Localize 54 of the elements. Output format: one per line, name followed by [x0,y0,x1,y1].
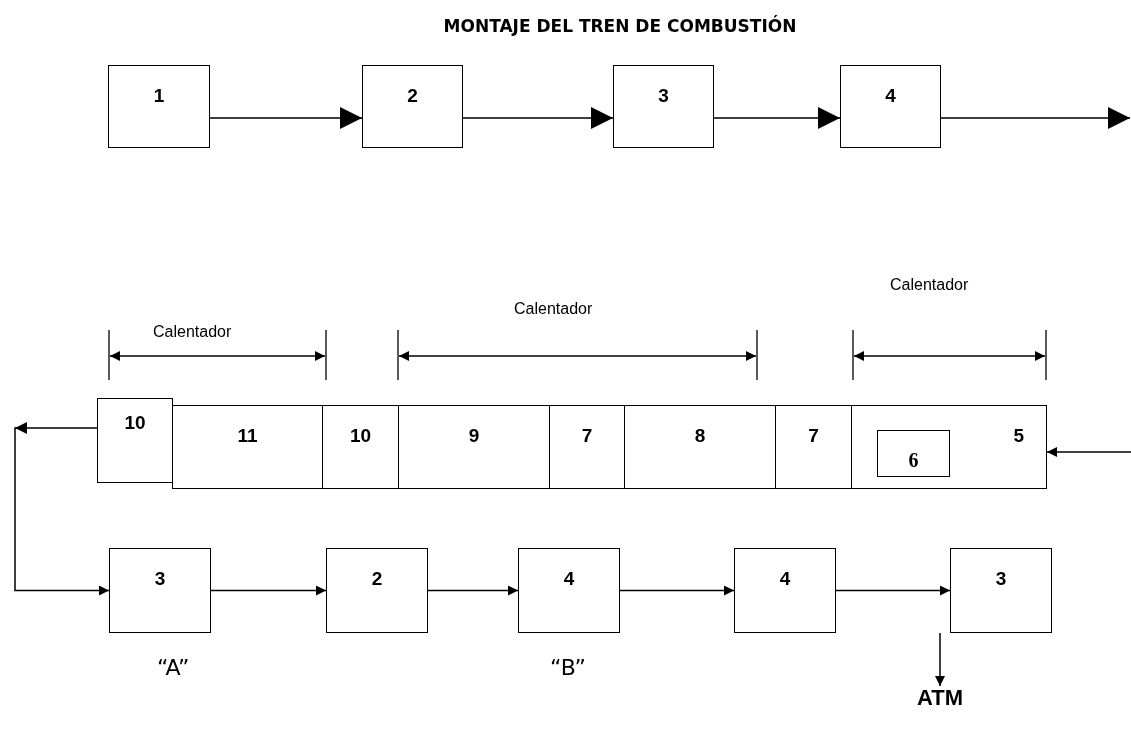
process-box [398,405,550,489]
process-box [172,405,323,489]
arrow [935,632,945,687]
process-box [362,65,463,148]
box-number: 2 [407,86,418,107]
arrow [14,422,110,596]
heater-label: Calentador [890,276,969,294]
arrow [713,107,841,129]
box-number: 10 [349,426,372,447]
arrow [619,585,735,596]
section-label: “B” [550,655,586,680]
process-box [518,548,620,633]
arrow [462,107,614,129]
box-number: 9 [468,426,480,447]
process-box [877,430,950,477]
box-number: 7 [808,426,819,447]
box-number: 3 [658,86,669,107]
box-number: 10 [124,413,146,434]
box-number: 5 [1013,426,1024,447]
process-box [734,548,836,633]
process-box [322,405,399,489]
box-number: 3 [995,569,1007,590]
box-number: 3 [154,569,166,590]
diagram-title: MONTAJE DEL TREN DE COMBUSTIÓN [442,16,798,36]
arrow [1046,447,1131,457]
process-box [613,65,714,148]
process-box [840,65,941,148]
box-number: 6 [908,449,919,471]
process-box [549,405,625,489]
process-box [108,65,210,148]
box-number: 4 [779,569,791,590]
process-box [851,405,1047,489]
process-box [775,405,852,489]
box-number: 2 [371,569,383,590]
heater-label: Calentador [153,323,232,341]
outlet-label: ATM [917,686,963,711]
process-box [326,548,428,633]
box-number: 7 [581,426,593,447]
arrow [427,585,519,596]
arrow [835,585,951,596]
process-box [624,405,776,489]
section-label: “A” [157,655,190,680]
box-number: 4 [885,86,896,107]
box-number: 8 [694,426,706,447]
process-box [950,548,1052,633]
process-box [97,398,173,483]
process-box [109,548,211,633]
arrow [209,107,363,129]
box-number: 11 [237,426,258,447]
box-number: 4 [563,569,575,590]
arrow [940,107,1131,129]
box-number: 1 [153,86,165,107]
arrow [210,585,327,596]
heater-label: Calentador [514,300,593,318]
